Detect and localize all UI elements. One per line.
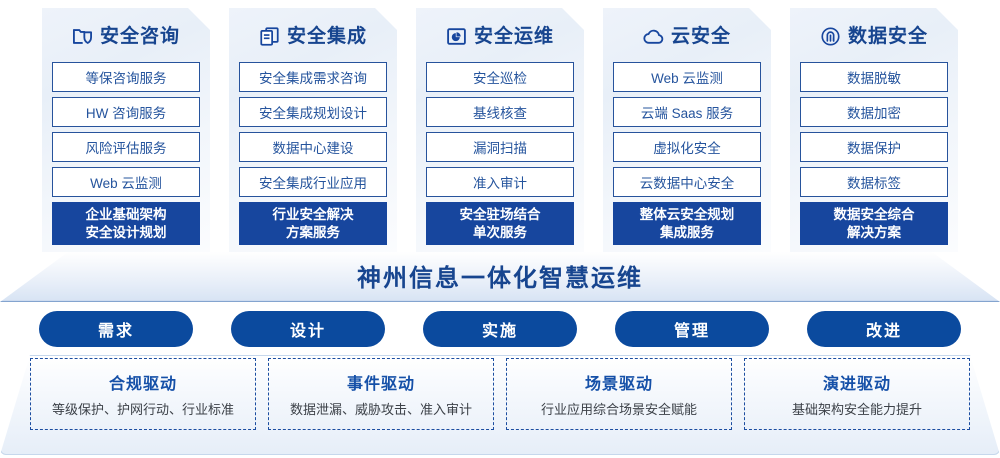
highlight-line-1: 行业安全解决	[272, 206, 354, 222]
layers-document-icon	[259, 26, 280, 47]
service-item[interactable]: 等保咨询服务	[52, 62, 200, 92]
service-item[interactable]: 数据中心建设	[239, 132, 387, 162]
lifecycle-stage-design[interactable]: 设计	[231, 311, 385, 347]
column-header: 云安全	[613, 16, 761, 56]
folder-shield-icon	[72, 26, 93, 47]
monitor-pie-icon	[446, 26, 467, 47]
column-header: 数据安全	[800, 16, 948, 56]
service-item[interactable]: 安全巡检	[426, 62, 574, 92]
service-item[interactable]: 安全集成行业应用	[239, 167, 387, 197]
service-item[interactable]: 数据加密	[800, 97, 948, 127]
service-item[interactable]: 准入审计	[426, 167, 574, 197]
highlight-line-1: 企业基础架构	[85, 206, 167, 222]
driver-title: 演进驱动	[822, 376, 891, 393]
highlight-line-1: 整体云安全规划	[639, 206, 735, 222]
service-highlight[interactable]: 安全驻场结合 单次服务	[426, 202, 574, 245]
service-item[interactable]: 数据标签	[800, 167, 948, 197]
driver-incident[interactable]: 事件驱动 数据泄漏、威胁攻击、准入审计	[268, 358, 494, 430]
lifecycle-stage-row: 需求 设计 实施 管理 改进	[0, 311, 1000, 347]
driver-title: 场景驱动	[584, 376, 653, 393]
service-highlight[interactable]: 整体云安全规划 集成服务	[613, 202, 761, 245]
drivers-section: 合规驱动 等级保护、护网行动、行业标准 事件驱动 数据泄漏、威胁攻击、准入审计 …	[0, 355, 1000, 455]
service-item[interactable]: 虚拟化安全	[613, 132, 761, 162]
driver-subtitle: 等级保护、护网行动、行业标准	[51, 402, 234, 417]
service-item[interactable]: 基线核查	[426, 97, 574, 127]
driver-subtitle: 基础架构安全能力提升	[791, 402, 922, 417]
service-item[interactable]: 数据脱敏	[800, 62, 948, 92]
driver-evolution[interactable]: 演进驱动 基础架构安全能力提升	[744, 358, 970, 430]
driver-scenario[interactable]: 场景驱动 行业应用综合场景安全赋能	[506, 358, 732, 430]
highlight-line-2: 方案服务	[286, 224, 340, 240]
service-item[interactable]: 风险评估服务	[52, 132, 200, 162]
service-item[interactable]: 数据保护	[800, 132, 948, 162]
column-header: 安全运维	[426, 16, 574, 56]
platform-banner: 神州信息一体化智慧运维	[0, 252, 1000, 302]
driver-subtitle: 行业应用综合场景安全赋能	[540, 402, 697, 417]
service-item[interactable]: Web 云监测	[52, 167, 200, 197]
lifecycle-stage-management[interactable]: 管理	[615, 311, 769, 347]
capability-column-cloud-security[interactable]: 云安全 Web 云监测 云端 Saas 服务 虚拟化安全 云数据中心安全 整体云…	[603, 8, 771, 252]
highlight-line-2: 安全设计规划	[85, 224, 167, 240]
service-item[interactable]: Web 云监测	[613, 62, 761, 92]
cloud-icon	[643, 26, 664, 47]
service-item[interactable]: 安全集成需求咨询	[239, 62, 387, 92]
driver-title: 合规驱动	[108, 376, 177, 393]
service-item[interactable]: 云数据中心安全	[613, 167, 761, 197]
service-item[interactable]: HW 咨询服务	[52, 97, 200, 127]
highlight-line-2: 单次服务	[473, 224, 527, 240]
drivers-row: 合规驱动 等级保护、护网行动、行业标准 事件驱动 数据泄漏、威胁攻击、准入审计 …	[0, 358, 1000, 446]
column-title: 安全集成	[286, 25, 367, 47]
capability-column-data-security[interactable]: 数据安全 数据脱敏 数据加密 数据保护 数据标签 数据安全综合 解决方案	[790, 8, 958, 252]
lifecycle-stage-implementation[interactable]: 实施	[423, 311, 577, 347]
column-title: 安全运维	[473, 25, 554, 47]
lifecycle-stage-improvement[interactable]: 改进	[807, 311, 961, 347]
column-title: 数据安全	[847, 25, 928, 47]
service-item[interactable]: 云端 Saas 服务	[613, 97, 761, 127]
platform-banner-title: 神州信息一体化智慧运维	[357, 264, 643, 292]
fingerprint-icon	[820, 26, 841, 47]
driver-subtitle: 数据泄漏、威胁攻击、准入审计	[289, 402, 472, 417]
capability-column-security-consulting[interactable]: 安全咨询 等保咨询服务 HW 咨询服务 风险评估服务 Web 云监测 企业基础架…	[42, 8, 210, 252]
column-header: 安全咨询	[52, 16, 200, 56]
capability-column-security-operations[interactable]: 安全运维 安全巡检 基线核查 漏洞扫描 准入审计 安全驻场结合 单次服务	[416, 8, 584, 252]
highlight-line-2: 集成服务	[660, 224, 714, 240]
highlight-line-2: 解决方案	[847, 224, 901, 240]
lifecycle-stage-requirement[interactable]: 需求	[39, 311, 193, 347]
highlight-line-1: 安全驻场结合	[459, 206, 541, 222]
capability-column-security-integration[interactable]: 安全集成 安全集成需求咨询 安全集成规划设计 数据中心建设 安全集成行业应用 行…	[229, 8, 397, 252]
service-highlight[interactable]: 行业安全解决 方案服务	[239, 202, 387, 245]
service-item[interactable]: 漏洞扫描	[426, 132, 574, 162]
service-highlight[interactable]: 企业基础架构 安全设计规划	[52, 202, 200, 245]
service-item[interactable]: 安全集成规划设计	[239, 97, 387, 127]
service-highlight[interactable]: 数据安全综合 解决方案	[800, 202, 948, 245]
highlight-line-1: 数据安全综合	[833, 206, 915, 222]
driver-title: 事件驱动	[346, 376, 415, 393]
capability-columns: 安全咨询 等保咨询服务 HW 咨询服务 风险评估服务 Web 云监测 企业基础架…	[0, 0, 1000, 252]
column-title: 安全咨询	[99, 25, 180, 47]
driver-compliance[interactable]: 合规驱动 等级保护、护网行动、行业标准	[30, 358, 256, 430]
column-title: 云安全	[670, 25, 731, 47]
column-header: 安全集成	[239, 16, 387, 56]
